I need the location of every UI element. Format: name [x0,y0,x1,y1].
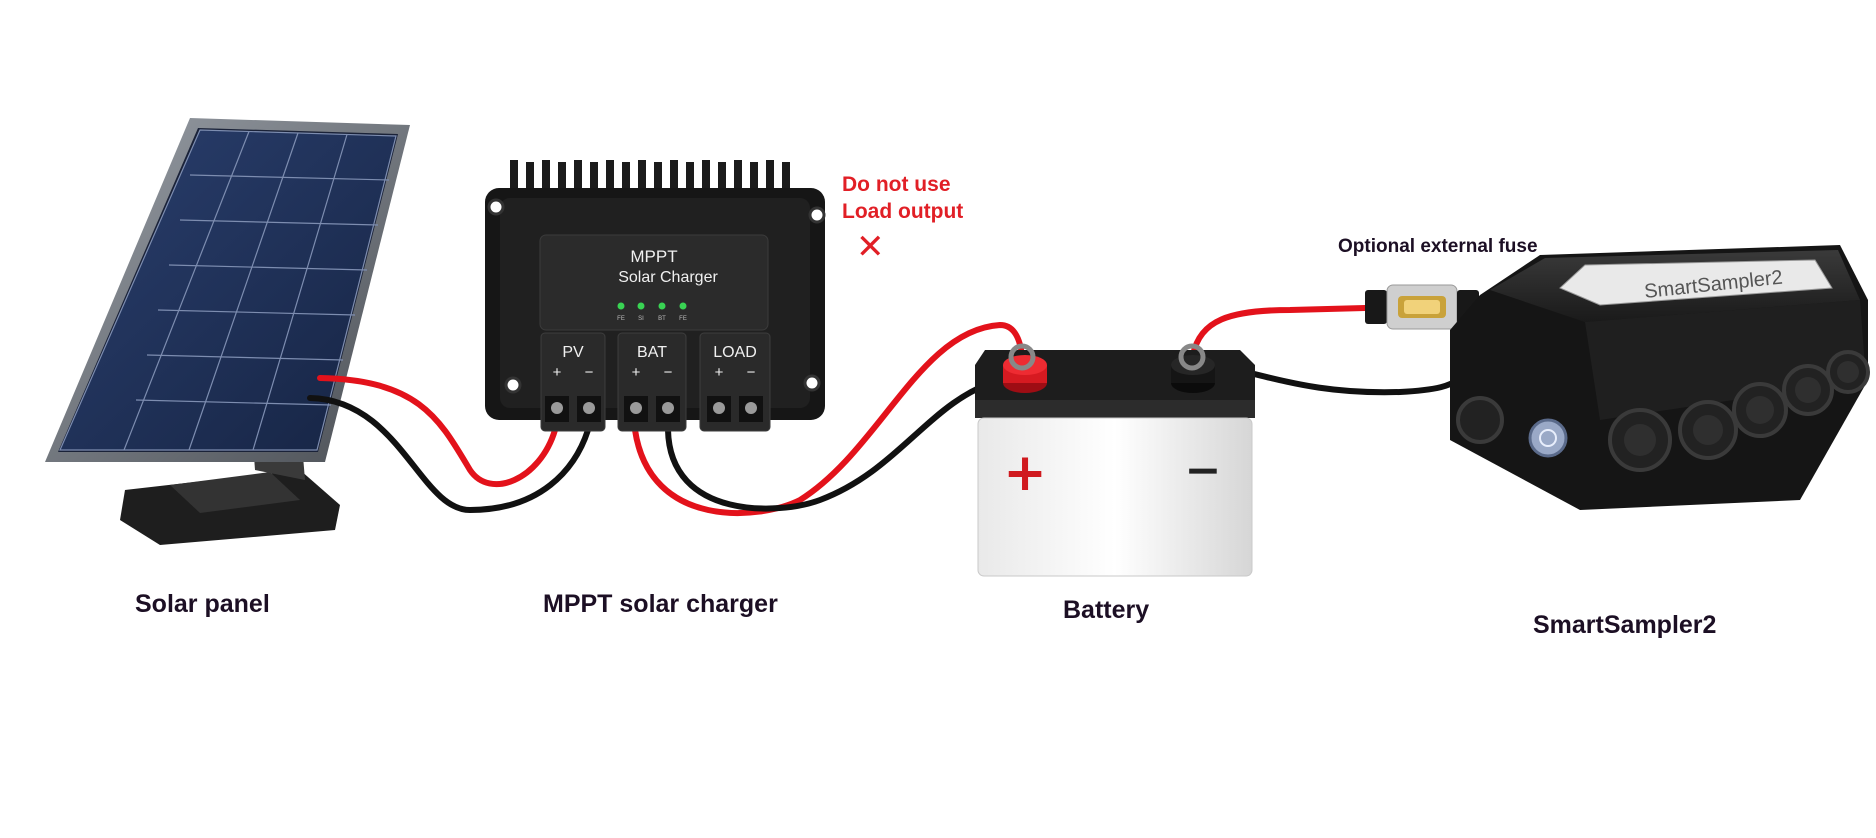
solar-panel [45,118,410,545]
solar-panel-label: Solar panel [135,590,270,618]
terminal-bat: BAT + − [617,332,687,432]
led-fe-2 [679,302,687,310]
svg-text:−: − [747,364,756,381]
svg-text:+: + [553,364,562,381]
power-button-icon [1528,418,1568,458]
battery-label: Battery [1063,596,1150,624]
battery-plus-symbol: + [1003,443,1047,503]
panel-cells [59,129,397,451]
terminal-pv: PV + − [540,332,606,432]
svg-text:+: + [715,364,724,381]
svg-text:+: + [632,364,641,381]
terminal-label: BAT [637,344,667,361]
mount-hole [803,374,821,392]
smartsampler-device: SmartSampler2 [1450,245,1870,510]
pv-negative-wire [307,395,591,514]
terminal-label: LOAD [713,344,757,361]
warning-line-2: Load output [842,200,964,223]
mppt-charger-label: MPPT solar charger [543,590,778,618]
led-bt [658,302,666,310]
terminal-load: LOAD + − [699,332,771,432]
led-si [637,302,645,310]
led-label: SI [638,316,644,322]
mount-hole [487,198,505,216]
pv-positive-wire [317,375,558,488]
mount-hole [504,376,522,394]
device-connectors [1456,350,1870,472]
heatsink-fins [510,160,790,195]
battery: + − [975,343,1255,577]
load-output-warning: Do not use Load output [842,171,963,225]
charger-title: MPPT [630,247,677,266]
bat-positive-wire [632,321,1025,517]
terminal-label: PV [562,344,584,361]
fused-positive-wire [1190,305,1368,358]
battery-minus-symbol: − [1185,445,1222,496]
status-leds: FE SI BT FE [617,302,687,322]
warning-line-1: Do not use [842,173,951,196]
svg-text:−: − [585,364,594,381]
mppt-charger: MPPT Solar Charger FE SI BT FE PV + − BA… [485,160,826,432]
wires [307,302,1478,517]
close-icon: ✕ [856,227,885,267]
battery-positive-post [1003,343,1047,393]
led-label: BT [658,316,666,322]
charger-display-panel [539,234,769,331]
smartsampler-label: SmartSampler2 [1533,611,1717,639]
bat-negative-wire [665,377,1003,512]
svg-text:−: − [664,364,673,381]
charger-subtitle: Solar Charger [618,269,718,286]
led-label: FE [679,316,687,322]
battery-negative-post [1171,343,1215,393]
fuse-label: Optional external fuse [1338,236,1538,257]
led-fe [617,302,625,310]
led-label: FE [617,316,625,322]
mount-hole [808,206,826,224]
